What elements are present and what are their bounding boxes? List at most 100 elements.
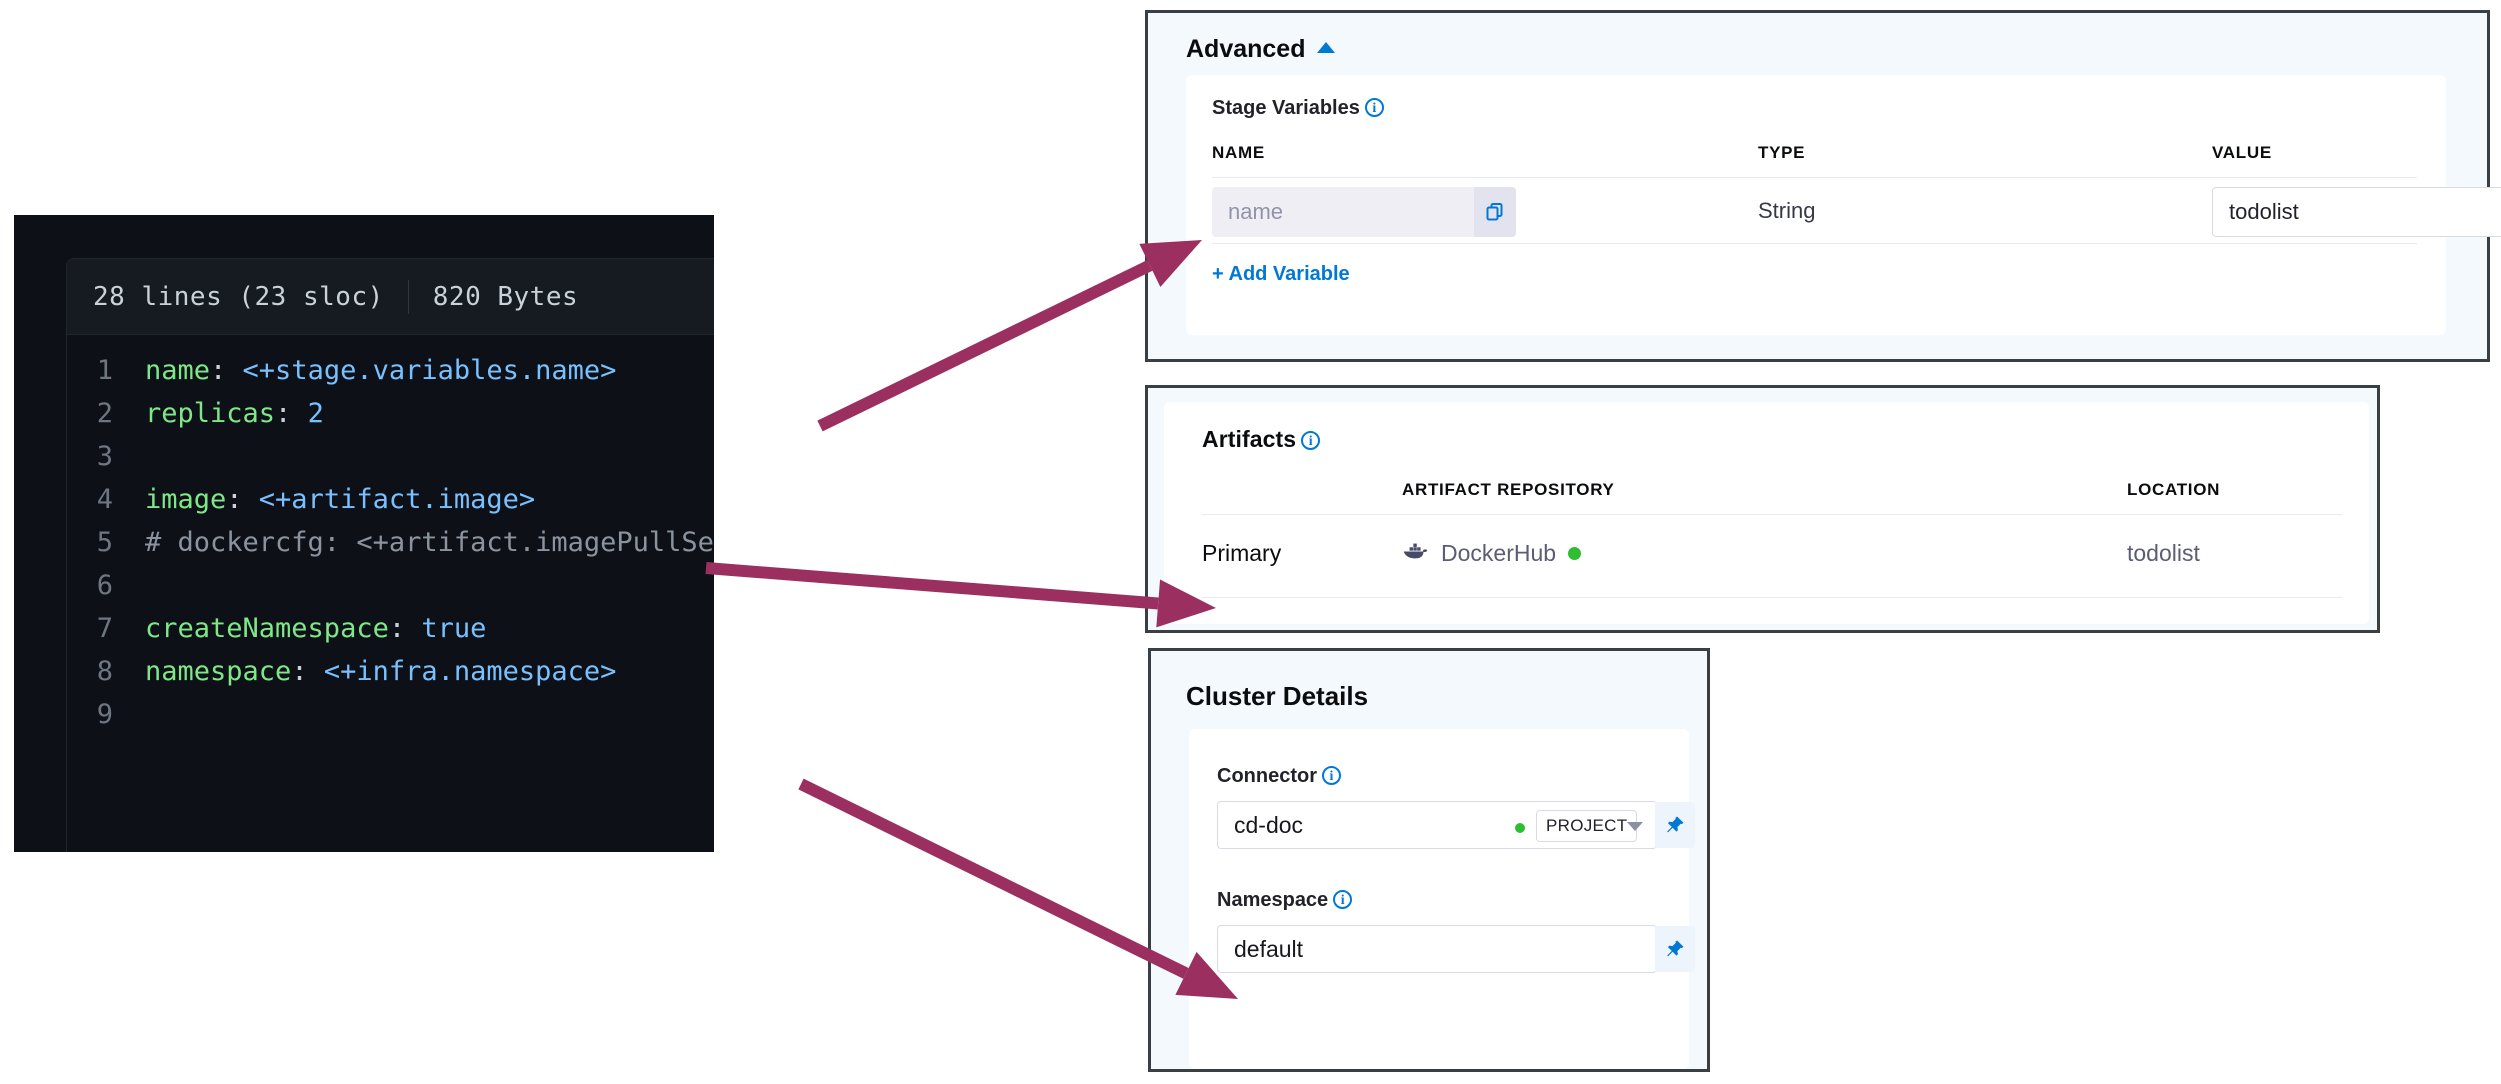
code-line: 6 [67,564,714,607]
code-viewer: 28 lines (23 sloc) 820 Bytes 1 name: <+st… [14,215,714,852]
divider [1202,514,2342,515]
line-number: 8 [96,656,113,687]
code-line: 5 # dockercfg: <+artifact.imagePullSecret… [67,521,714,564]
connector-scope-badge: PROJECT [1536,810,1638,842]
info-icon[interactable]: i [1322,766,1341,785]
divider [1212,177,2417,178]
add-variable-button[interactable]: + Add Variable [1212,263,1350,285]
info-icon[interactable]: i [1301,431,1321,450]
code-token: namespace [145,656,292,687]
code-token: # dockercfg: <+artifact.imagePullSecret> [145,527,714,558]
artifacts-column-headers: ARTIFACT REPOSITORY LOCATION [1202,480,2342,502]
variable-name-input[interactable]: name [1212,187,1474,237]
cluster-details-title: Cluster Details [1186,681,1369,711]
variable-value-input[interactable]: todolist [2212,187,2501,237]
chevron-up-icon[interactable] [1317,42,1336,53]
info-icon[interactable]: i [1364,98,1384,117]
chevron-down-icon[interactable] [1627,822,1643,831]
column-header-name: NAME [1212,143,1265,162]
code-meta-divider [407,279,409,314]
code-line: 7 createNamespace: true [67,607,714,650]
code-lines-count: 28 lines (23 sloc) [93,281,384,312]
line-number: 7 [96,613,113,644]
code-token: <+infra.namespace> [323,656,617,687]
artifact-row: Primary DockerHub [1202,540,2342,574]
code-token: : [210,355,243,386]
connector-label: Connector i [1217,765,1341,788]
code-token: image [145,484,227,515]
namespace-field[interactable]: default [1217,925,1695,973]
code-token: <+artifact.image> [258,484,536,515]
line-number: 3 [96,441,113,472]
code-line: 9 [67,693,714,736]
line-number: 9 [96,699,113,730]
status-dot [1515,823,1525,833]
namespace-value: default [1234,936,1304,962]
column-header-value: VALUE [2212,143,2272,162]
code-viewer-header: 28 lines (23 sloc) 820 Bytes [67,259,714,335]
line-number: 6 [96,570,113,601]
code-token: : [388,613,422,644]
column-header-location: LOCATION [2127,480,2221,499]
code-line: 1 name: <+stage.variables.name> [67,349,714,392]
code-token: createNamespace [145,613,389,644]
connector-field[interactable]: cd-doc PROJECT [1217,801,1695,849]
namespace-label-text: Namespace [1217,889,1329,911]
pin-icon[interactable] [1655,802,1695,848]
artifact-location: todolist [2127,540,2200,566]
code-file-size: 820 Bytes [432,281,579,312]
code-token: name [145,355,211,386]
code-token: 2 [307,398,324,429]
copy-icon[interactable] [1474,187,1516,237]
line-content: replicas: 2 [145,392,324,435]
arrow-infra-namespace-shaft [798,778,1189,979]
code-token: replicas [145,398,276,429]
advanced-title: Advanced [1186,35,1306,63]
code-line: 3 [67,435,714,478]
line-number: 4 [96,484,113,515]
arrow-name-variable-shaft [817,259,1153,432]
code-token: <+stage.variables.name> [242,355,617,386]
code-line: 4 image: <+artifact.image> [67,478,714,521]
line-content: createNamespace: true [145,607,486,650]
pin-icon[interactable] [1655,926,1695,972]
variable-type-value: String [1758,198,1816,223]
code-viewer-inner: 28 lines (23 sloc) 820 Bytes 1 name: <+st… [66,258,714,852]
code-token: : [291,656,324,687]
arrow-artifact-image-shaft [705,562,1159,610]
artifact-kind: Primary [1202,540,1282,566]
line-number: 5 [96,527,113,558]
stage-variable-row: name String todolist [1212,187,2501,239]
line-content: name: <+stage.variables.name> [145,349,616,392]
divider [1202,597,2342,598]
status-dot [1568,547,1582,560]
line-content: # dockercfg: <+artifact.imagePullSecret> [145,521,714,564]
info-icon[interactable]: i [1333,890,1353,909]
artifacts-label-text: Artifacts [1202,426,1297,452]
column-header-type: TYPE [1758,143,1806,162]
connector-value: cd-doc [1234,812,1304,838]
line-number: 1 [96,355,113,386]
docker-whale-icon [1402,541,1429,567]
connector-label-text: Connector [1217,765,1317,787]
stage-variables-column-headers: NAME TYPE VALUE [1212,143,2417,165]
code-token: true [421,613,487,644]
line-content: namespace: <+infra.namespace> [145,650,616,693]
advanced-header[interactable]: Advanced [1186,35,1336,64]
divider [1212,243,2417,244]
line-content: image: <+artifact.image> [145,478,535,521]
code-line: 8 namespace: <+infra.namespace> [67,650,714,693]
artifact-repository-cell[interactable]: DockerHub [1402,540,1582,567]
stage-variables-label-text: Stage Variables [1212,97,1360,119]
column-header-artifact-repository: ARTIFACT REPOSITORY [1402,480,1615,499]
